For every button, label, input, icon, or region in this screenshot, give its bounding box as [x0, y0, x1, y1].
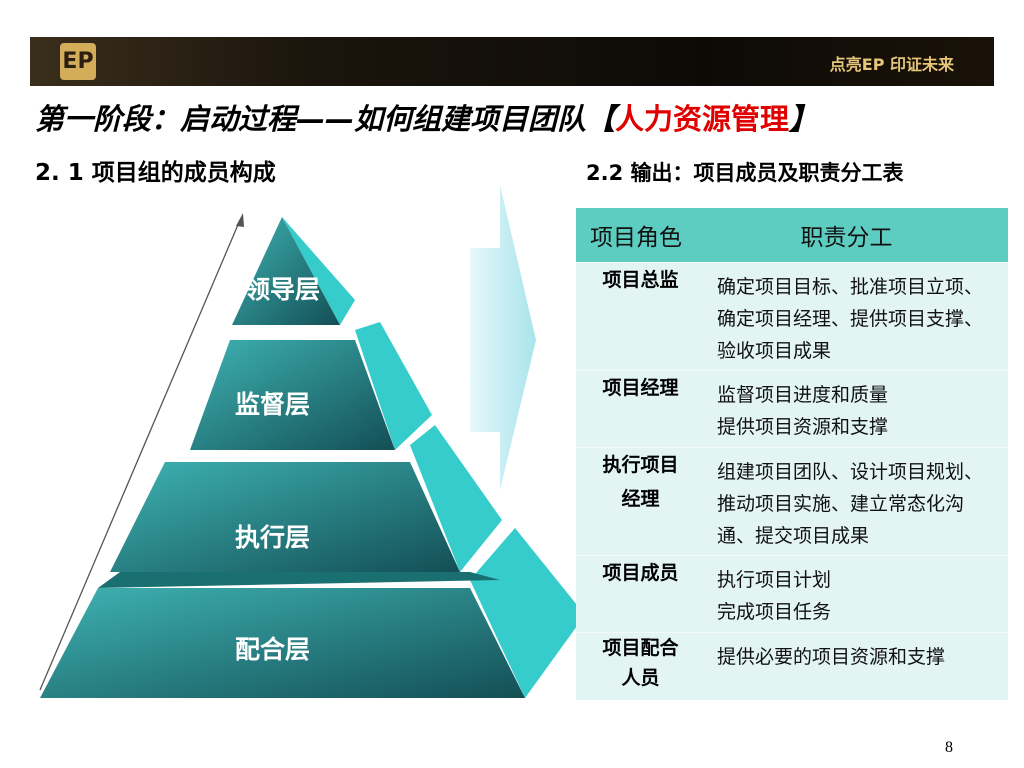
section1-heading: 2. 1 项目组的成员构成 — [35, 160, 276, 186]
transition-arrow — [470, 185, 536, 490]
duty-cell: 组建项目团队、设计项目规划、推动项目实施、建立常态化沟通、提交项目成果 — [717, 461, 984, 547]
duty-cell: 提供必要的项目资源和支撑 — [717, 646, 946, 668]
table-row: 项目经理 监督项目进度和质量 提供项目资源和支撑 — [576, 370, 1008, 447]
table-row: 项目总监 确定项目目标、批准项目立项、确定项目经理、提供项目支撑、验收项目成果 — [576, 262, 1008, 370]
title-main: 第一阶段：启动过程——如何组建项目团队【 — [35, 102, 616, 136]
title-highlight: 人力资源管理 — [615, 102, 790, 136]
layer-label-execute: 执行层 — [235, 523, 311, 552]
layer-3 — [110, 425, 502, 572]
layer-label-supervise: 监督层 — [235, 390, 311, 419]
slide-title: 第一阶段：启动过程——如何组建项目团队【人力资源管理】 — [35, 96, 818, 138]
layer-4 — [40, 528, 585, 698]
responsibility-table: 项目角色 职责分工 项目总监 确定项目目标、批准项目立项、确定项目经理、提供项目… — [576, 208, 1008, 700]
role-cell: 项目总监 — [602, 269, 679, 291]
role-cell: 项目成员 — [602, 562, 679, 584]
duty-cell: 确定项目目标、批准项目立项、确定项目经理、提供项目支撑、验收项目成果 — [717, 276, 984, 362]
duty-cell: 监督项目进度和质量 提供项目资源和支撑 — [717, 384, 889, 438]
table-row: 项目成员 执行项目计划 完成项目任务 — [576, 555, 1008, 632]
layer-2 — [190, 322, 432, 450]
table-header: 项目角色 职责分工 — [576, 208, 1008, 262]
layer-1 — [232, 217, 355, 325]
title-end: 】 — [789, 102, 819, 136]
layer-label-cooperate: 配合层 — [235, 635, 311, 664]
layer-label-leader: 领导层 — [245, 275, 321, 304]
ep-logo: EP — [60, 43, 96, 80]
slogan: 点亮EP 印证未来 — [829, 55, 954, 74]
table-row: 项目配合人员 提供必要的项目资源和支撑 — [576, 632, 1008, 700]
section2-heading: 2.2 输出：项目成员及职责分工表 — [586, 161, 904, 185]
header-role: 项目角色 — [590, 225, 682, 251]
header-banner: EP 点亮EP 印证未来 — [30, 37, 994, 86]
header-duty: 职责分工 — [800, 225, 893, 251]
growth-arrow-line — [39, 219, 241, 691]
table-row: 执行项目经理 组建项目团队、设计项目规划、推动项目实施、建立常态化沟通、提交项目… — [576, 447, 1008, 555]
role-cell: 项目配合人员 — [602, 637, 679, 689]
page-number: 8 — [945, 739, 953, 756]
duty-cell: 执行项目计划 完成项目任务 — [717, 569, 832, 623]
role-cell: 项目经理 — [602, 377, 679, 399]
growth-arrow-head — [236, 213, 244, 227]
role-cell: 执行项目经理 — [602, 454, 679, 510]
